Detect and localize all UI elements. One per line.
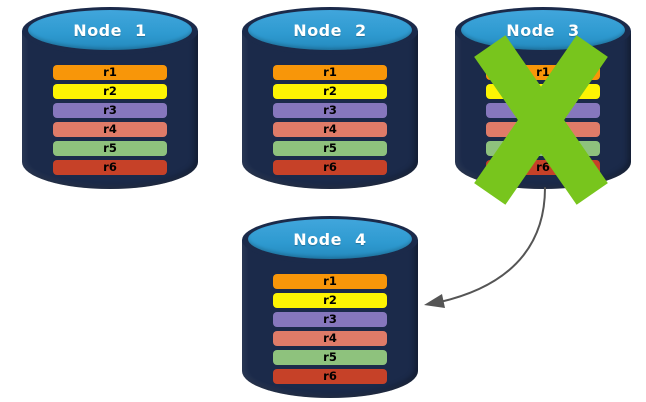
- replica-label: r6: [323, 160, 337, 174]
- replica-row: r5: [53, 141, 167, 156]
- replica-label: r4: [103, 122, 117, 136]
- node-label: Node 3: [506, 20, 580, 40]
- replica-rows: r1 r2 r3 r4 r5 r6: [273, 274, 387, 384]
- replica-label: r6: [103, 160, 117, 174]
- replica-label: r5: [323, 141, 337, 155]
- replica-row: r5: [273, 141, 387, 156]
- node-label: Node 4: [293, 229, 367, 249]
- replica-label: r4: [323, 122, 337, 136]
- replica-label: r3: [323, 312, 337, 326]
- cylinder-cap: Node 4: [248, 219, 412, 259]
- replica-row: r6: [273, 369, 387, 384]
- replica-label: r1: [103, 65, 117, 79]
- node-2-cylinder: Node 2 r1 r2 r3 r4 r5 r6: [242, 7, 418, 189]
- cylinder-cap-ring: Node 2: [242, 7, 418, 55]
- replica-label: r1: [323, 65, 337, 79]
- replica-row: r3: [53, 103, 167, 118]
- node-label: Node 1: [73, 20, 147, 40]
- node-label: Node 2: [293, 20, 367, 40]
- replica-label: r4: [323, 331, 337, 345]
- cylinder-cap: Node 1: [28, 10, 192, 50]
- replica-label: r5: [323, 350, 337, 364]
- cylinder-cap-ring: Node 1: [22, 7, 198, 55]
- cylinder-cap: Node 3: [461, 10, 625, 50]
- cylinder-cap: Node 2: [248, 10, 412, 50]
- replica-label: r6: [536, 160, 550, 174]
- replica-row: r3: [273, 103, 387, 118]
- replica-row: r2: [273, 293, 387, 308]
- replica-rows: r1 r2 r3 r4 r5 r6: [53, 65, 167, 175]
- replica-label: r1: [536, 65, 550, 79]
- replica-row: r2: [53, 84, 167, 99]
- cylinder-cap-ring: Node 3: [455, 7, 631, 55]
- replica-row: r4: [53, 122, 167, 137]
- replica-row: r6: [273, 160, 387, 175]
- cylinder-cap-ring: Node 4: [242, 216, 418, 264]
- replica-row: r5: [273, 350, 387, 365]
- replica-row: r2: [273, 84, 387, 99]
- failover-arrowhead-icon: [424, 294, 445, 308]
- replica-label: r3: [103, 103, 117, 117]
- failover-arrow-line: [439, 187, 546, 303]
- replica-rows: r1 r2 r3 r4 r5 r6: [273, 65, 387, 175]
- replica-label: r5: [103, 141, 117, 155]
- replica-label: r2: [323, 293, 337, 307]
- replica-row: r4: [273, 331, 387, 346]
- x-cross-icon: [474, 35, 608, 205]
- replica-label: r2: [323, 84, 337, 98]
- replica-row: r1: [273, 65, 387, 80]
- replica-label: r2: [103, 84, 117, 98]
- replica-label: r3: [323, 103, 337, 117]
- node-4-cylinder: Node 4 r1 r2 r3 r4 r5 r6: [242, 216, 418, 398]
- replica-row: r1: [273, 274, 387, 289]
- replica-label: r1: [323, 274, 337, 288]
- replica-label: r6: [323, 369, 337, 383]
- node-1-cylinder: Node 1 r1 r2 r3 r4 r5 r6: [22, 7, 198, 189]
- replica-row: r6: [53, 160, 167, 175]
- replica-row: r3: [273, 312, 387, 327]
- replica-row: r1: [53, 65, 167, 80]
- replica-row: r4: [273, 122, 387, 137]
